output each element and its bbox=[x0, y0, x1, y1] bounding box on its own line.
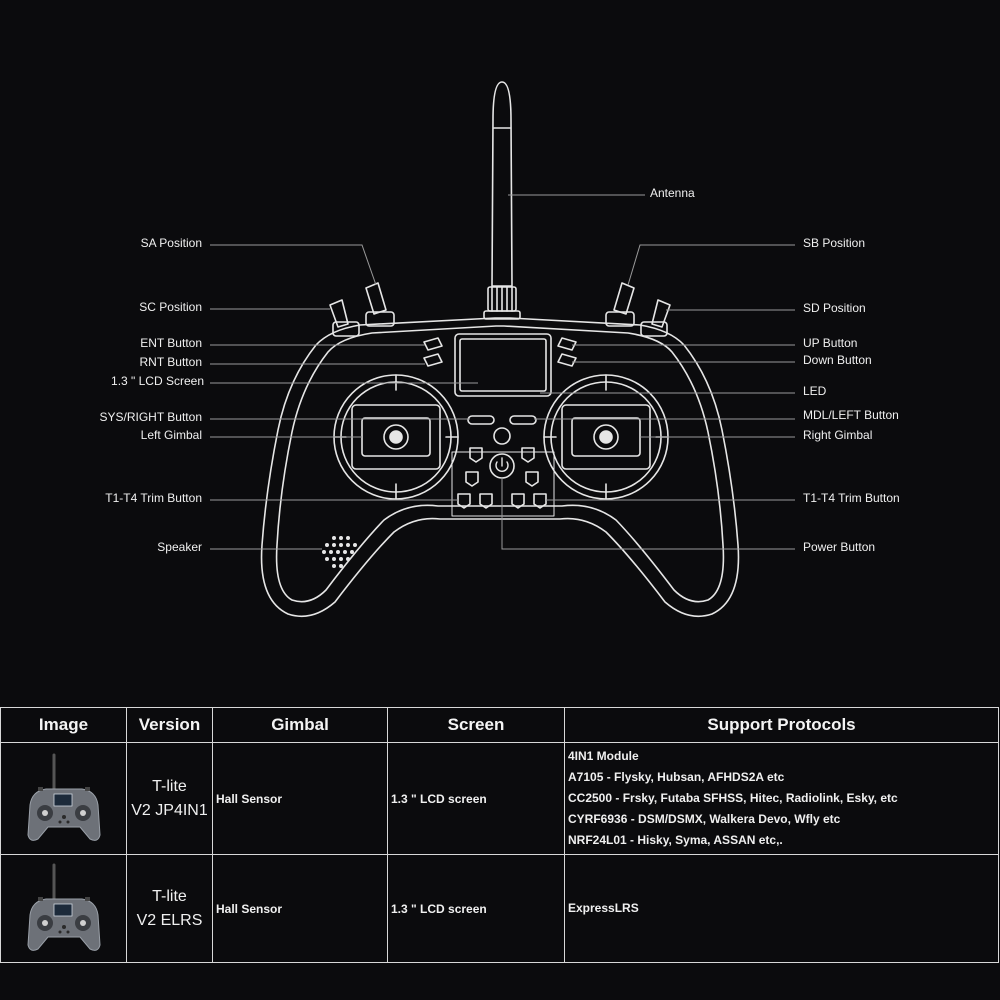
header-image: Image bbox=[0, 707, 127, 743]
label-trim-right: T1-T4 Trim Button bbox=[803, 491, 900, 505]
label-antenna: Antenna bbox=[650, 186, 695, 200]
header-screen: Screen bbox=[387, 707, 565, 743]
version-cell: T-lite V2 JP4IN1 bbox=[126, 742, 213, 855]
sb-switch bbox=[613, 282, 635, 315]
label-lcd-screen: 1.3 " LCD Screen bbox=[111, 374, 204, 388]
label-up-button: UP Button bbox=[803, 336, 858, 350]
product-image-cell bbox=[0, 854, 127, 963]
sa-switch bbox=[365, 282, 387, 315]
version-line2: V2 ELRS bbox=[136, 911, 203, 929]
label-ent-button: ENT Button bbox=[140, 336, 202, 350]
table-header-row: Image Version Gimbal Screen Support Prot… bbox=[0, 707, 999, 743]
table-row: T-lite V2 JP4IN1 Hall Sensor 1.3 " LCD s… bbox=[0, 742, 999, 855]
label-trim-left: T1-T4 Trim Button bbox=[105, 491, 202, 505]
label-power-button: Power Button bbox=[803, 540, 876, 554]
protocol-line: NRF24L01 - Hisky, Syma, ASSAN etc,. bbox=[568, 833, 783, 847]
protocol-line: ExpressLRS bbox=[568, 901, 639, 915]
protocols-cell: 4IN1 Module A7105 - Flysky, Hubsan, AFHD… bbox=[564, 742, 999, 855]
label-sb-position: SB Position bbox=[803, 236, 866, 250]
controller-outline bbox=[210, 81, 795, 618]
gimbal-cell: Hall Sensor bbox=[212, 854, 388, 963]
product-image-cell bbox=[0, 742, 127, 855]
spec-table: Image Version Gimbal Screen Support Prot… bbox=[0, 707, 999, 963]
screen-cell: 1.3 " LCD screen bbox=[387, 854, 565, 963]
version-cell: T-lite V2 ELRS bbox=[126, 854, 213, 963]
header-version: Version bbox=[126, 707, 213, 743]
label-rnt-button: RNT Button bbox=[139, 355, 202, 369]
sd-switch bbox=[651, 299, 671, 328]
controller-body bbox=[260, 317, 740, 618]
label-left-gimbal: Left Gimbal bbox=[140, 428, 202, 442]
label-sc-position: SC Position bbox=[139, 300, 202, 314]
label-mdl-left-button: MDL/LEFT Button bbox=[803, 408, 899, 422]
lcd-screen bbox=[454, 333, 552, 397]
table-row: T-lite V2 ELRS Hall Sensor 1.3 " LCD scr… bbox=[0, 854, 999, 963]
screen-cell: 1.3 " LCD screen bbox=[387, 742, 565, 855]
version-line1: T-lite bbox=[152, 777, 187, 795]
label-sa-position: SA Position bbox=[140, 236, 202, 250]
header-support-protocols: Support Protocols bbox=[564, 707, 999, 743]
label-sys-right-button: SYS/RIGHT Button bbox=[99, 410, 203, 424]
label-speaker: Speaker bbox=[157, 540, 202, 554]
protocol-line: CYRF6936 - DSM/DSMX, Walkera Devo, Wfly … bbox=[568, 812, 841, 826]
sc-switch bbox=[329, 299, 349, 328]
label-down-button: Down Button bbox=[803, 353, 872, 367]
version-line1: T-lite bbox=[152, 887, 187, 905]
controller-thumbnail bbox=[26, 753, 101, 841]
gimbal-cell: Hall Sensor bbox=[212, 742, 388, 855]
header-gimbal: Gimbal bbox=[212, 707, 388, 743]
protocol-line: 4IN1 Module bbox=[568, 749, 639, 763]
antenna-drawing bbox=[483, 81, 521, 320]
label-led: LED bbox=[803, 384, 827, 398]
protocols-cell: ExpressLRS bbox=[564, 854, 999, 963]
label-right-gimbal: Right Gimbal bbox=[803, 428, 873, 442]
controller-thumbnail bbox=[26, 863, 101, 951]
version-line2: V2 JP4IN1 bbox=[131, 801, 208, 819]
protocol-line: CC2500 - Frsky, Futaba SFHSS, Hitec, Rad… bbox=[568, 791, 898, 805]
controller-diagram: SA Position SC Position ENT Button RNT B… bbox=[99, 81, 900, 618]
label-sd-position: SD Position bbox=[803, 301, 866, 315]
protocol-line: A7105 - Flysky, Hubsan, AFHDS2A etc bbox=[568, 770, 785, 784]
speaker-grille bbox=[322, 536, 357, 568]
